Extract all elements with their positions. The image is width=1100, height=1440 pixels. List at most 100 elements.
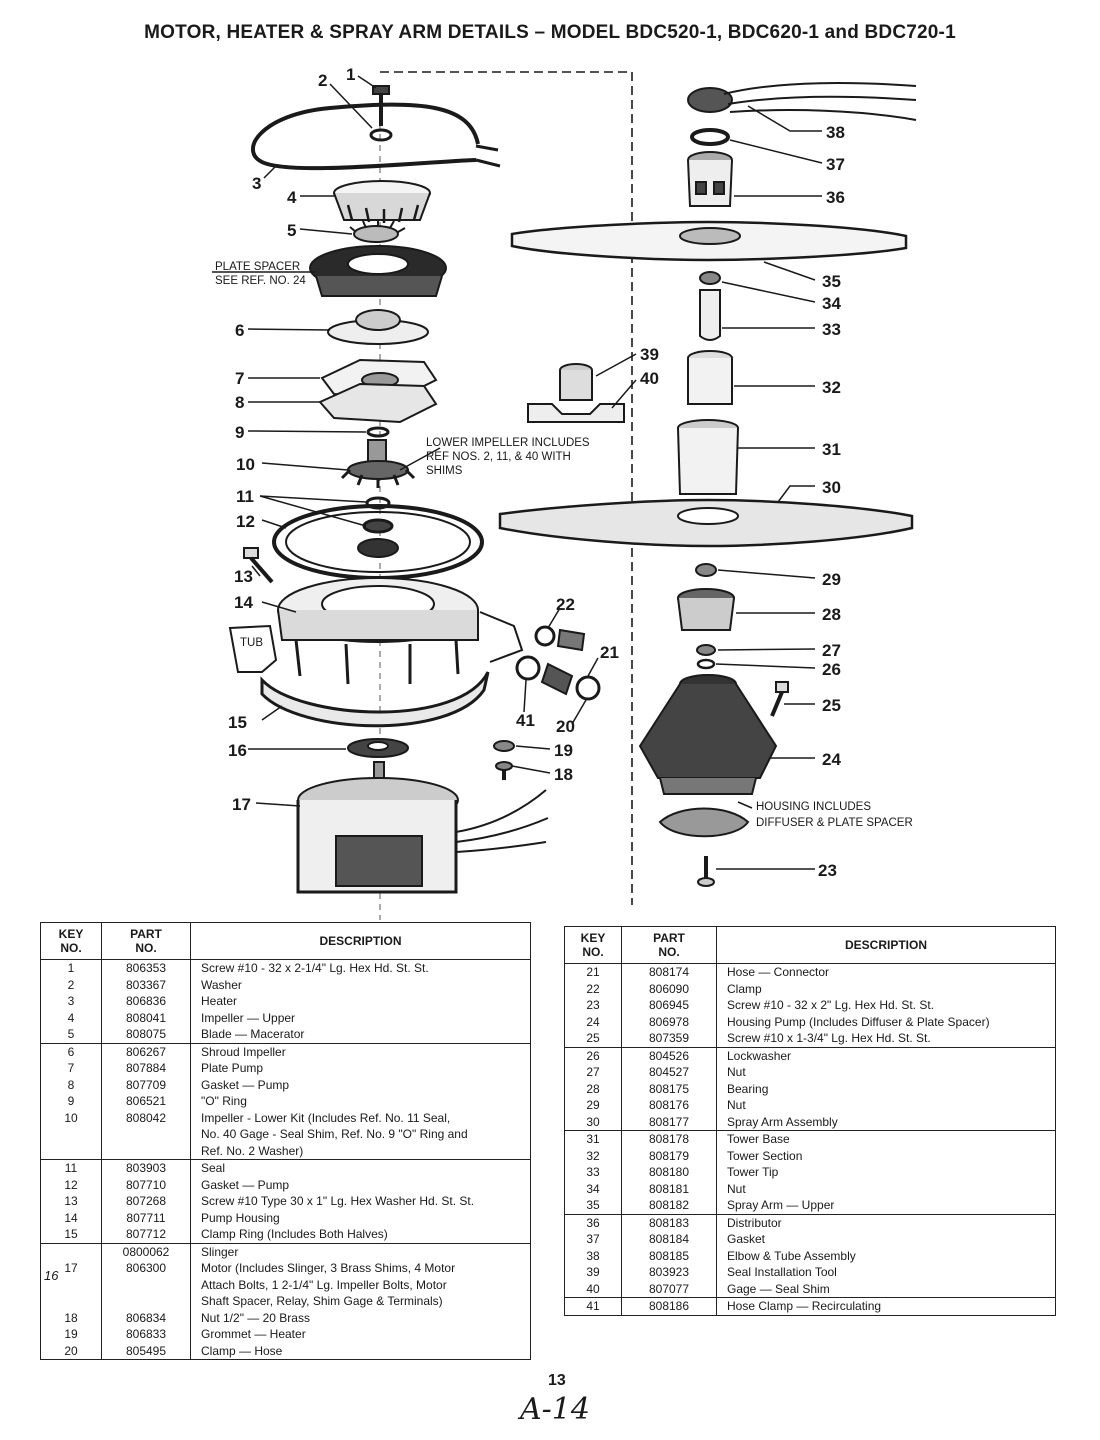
page-number: 13 [548, 1372, 566, 1389]
key-no-cell: 29 [564, 1097, 622, 1114]
key-no-cell: 28 [564, 1080, 622, 1097]
part-no-cell: 805495 [101, 1342, 191, 1360]
callout-9: 9 [235, 423, 244, 442]
part-heater-3 [250, 102, 480, 171]
description-cell: Housing Pump (Includes Diffuser & Plate … [716, 1013, 1056, 1030]
key-no-cell: 22 [564, 980, 622, 997]
key-no-cell: 36 [564, 1214, 622, 1231]
key-no-cell: 21 [564, 963, 622, 981]
callout-12: 12 [236, 512, 255, 531]
description-cell: Screw #10 Type 30 x 1" Lg. Hex Washer Hd… [190, 1193, 531, 1210]
description-cell: Pump Housing [190, 1209, 531, 1226]
callout-20: 20 [556, 717, 575, 736]
part-no-cell: 806267 [101, 1043, 191, 1060]
callout-11: 11 [236, 487, 254, 506]
callout-13: 13 [234, 567, 253, 586]
key-no-cell: 26 [564, 1047, 622, 1064]
description-cell: Seal [190, 1159, 531, 1177]
exploded-parts-diagram: 1 2 3 4 5 6 7 8 9 10 11 12 13 14 15 16 1… [212, 65, 917, 920]
description-cell: Impeller — Upper [190, 1009, 531, 1026]
description-cell: Tower Section [716, 1147, 1056, 1164]
part-impeller-lower-10 [340, 439, 416, 488]
callout-3: 3 [252, 174, 261, 193]
part-impeller-upper-4 [333, 180, 431, 223]
part-no-cell: 808185 [621, 1247, 717, 1264]
part-no-cell: 806521 [101, 1093, 191, 1110]
description-line: Gage — Seal Shim [727, 1281, 830, 1296]
description-line: Tower Base [727, 1132, 790, 1146]
part-no-cell: 807712 [101, 1226, 191, 1244]
part-lockwasher-26 [696, 658, 716, 670]
description-cell: Gage — Seal Shim [716, 1280, 1056, 1298]
description-cell: Nut [716, 1097, 1056, 1114]
description-line: Screw #10 - 32 x 2-1/4" Lg. Hex Hd. St. … [201, 961, 429, 975]
callout-30: 30 [822, 478, 841, 497]
description-line: Gasket — Pump [201, 1077, 290, 1092]
key-no-cell: 3 [40, 993, 102, 1010]
part-tower-base-31 [677, 419, 739, 495]
part-nut-29 [695, 563, 717, 577]
description-line: Impeller — Upper [201, 1010, 296, 1025]
description-line: Tower Tip [727, 1165, 779, 1179]
note-housing-line2: DIFFUSER & PLATE SPACER [756, 817, 913, 829]
part-gasket-pump-8 [318, 382, 438, 424]
part-no-cell: 808175 [621, 1080, 717, 1097]
part-grommet-19 [493, 740, 515, 752]
part-spray-arm-upper-35 [510, 220, 908, 262]
key-no-cell: 32 [564, 1147, 622, 1164]
description-cell: Clamp [716, 980, 1056, 997]
key-no-cell: 37 [564, 1231, 622, 1248]
key-no-cell [40, 1243, 102, 1260]
callout-6: 6 [235, 321, 244, 340]
key-no-cell: 1 [40, 959, 102, 977]
key-no-cell: 41 [564, 1297, 622, 1316]
key-no-cell: 25 [564, 1030, 622, 1048]
description-cell: Nut [716, 1064, 1056, 1081]
part-no-cell: 808177 [621, 1113, 717, 1131]
description-cell: Hose — Connector [716, 963, 1056, 981]
part-diffuser [658, 807, 750, 838]
part-no-cell: 806945 [621, 997, 717, 1014]
part-gasket-pump-12 [272, 504, 484, 580]
callout-16: 16 [228, 741, 247, 760]
description-cell: Tower Base [716, 1130, 1056, 1148]
callout-41: 41 [516, 711, 535, 730]
part-washer-2 [369, 128, 393, 142]
description-line: Grommet — Heater [201, 1327, 306, 1341]
key-no-cell: 34 [564, 1180, 622, 1197]
description-line: Clamp [727, 981, 762, 996]
part-no-cell: 808183 [621, 1214, 717, 1231]
description-cell: Screw #10 x 1-3/4" Lg. Hex Hd. St. St. [716, 1030, 1056, 1048]
description-line: Screw #10 x 1-3/4" Lg. Hex Hd. St. St. [727, 1031, 931, 1045]
part-nut-34 [699, 271, 721, 285]
part-no-cell: 808178 [621, 1130, 717, 1148]
key-no-cell: 19 [40, 1326, 102, 1343]
key-no-cell: 35 [564, 1197, 622, 1215]
description-line: Screw #10 - 32 x 2" Lg. Hex Hd. St. St. [727, 998, 935, 1012]
description-line: Washer [201, 977, 242, 992]
description-cell: Gasket — Pump [190, 1176, 531, 1193]
part-hose-connector-21 [540, 628, 586, 696]
part-tower-section-32 [687, 350, 733, 405]
callout-40: 40 [640, 369, 659, 388]
note-housing-line1: HOUSING INCLUDES [756, 801, 871, 813]
description-line: Plate Pump [201, 1061, 264, 1075]
part-nut-18 [495, 761, 513, 780]
part-no-cell: 807077 [621, 1280, 717, 1298]
